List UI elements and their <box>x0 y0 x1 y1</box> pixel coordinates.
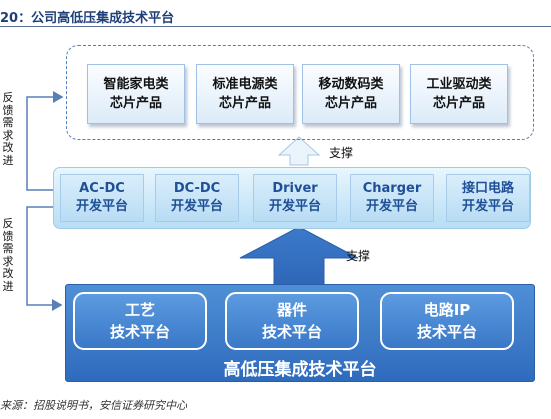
product-line2: 芯片产品 <box>218 96 271 111</box>
base-line2: 技术平台 <box>261 323 322 341</box>
platform-line2: 开发平台 <box>170 199 223 214</box>
base-box-device: 器件 技术平台 <box>225 292 359 350</box>
platform-box-dcdc: DC-DC 开发平台 <box>155 174 239 222</box>
product-line1: 智能家电类 <box>103 77 169 92</box>
feedback-label-lower: 反馈需求改进 <box>2 217 14 293</box>
base-line2: 技术平台 <box>416 323 477 341</box>
product-line2: 芯片产品 <box>109 96 162 111</box>
figure-title: 20：公司高低压集成技术平台 <box>0 11 175 26</box>
support-arrow-small <box>277 136 321 166</box>
product-box-power: 标准电源类 芯片产品 <box>196 64 294 124</box>
product-line1: 工业驱动类 <box>426 77 492 92</box>
support-label-lower: 支撑 <box>346 249 371 263</box>
platform-line1: Driver <box>272 181 318 196</box>
feedback-arrow-lower <box>26 206 63 311</box>
product-line2: 芯片产品 <box>324 96 377 111</box>
title-rule <box>0 26 551 27</box>
product-line1: 标准电源类 <box>212 77 278 92</box>
support-arrow-large <box>239 226 359 287</box>
product-group-frame <box>66 45 534 140</box>
product-line1: 移动数码类 <box>318 77 384 92</box>
source-note: 来源：招股说明书，安信证券研究中心 <box>0 399 187 412</box>
platform-line2: 开发平台 <box>461 199 514 214</box>
platform-box-interface: 接口电路 开发平台 <box>446 174 530 222</box>
platform-box-driver: Driver 开发平台 <box>253 174 337 222</box>
platform-line1: 接口电路 <box>461 181 514 196</box>
platform-line1: AC-DC <box>79 181 125 196</box>
platform-line1: DC-DC <box>173 181 221 196</box>
base-line1: 电路IP <box>423 301 471 319</box>
platform-line2: 开发平台 <box>75 199 128 214</box>
platform-box-acdc: AC-DC 开发平台 <box>60 174 144 222</box>
feedback-arrow-upper <box>26 91 64 191</box>
base-box-circuit-ip: 电路IP 技术平台 <box>380 292 514 350</box>
feedback-label-upper: 反馈需求改进 <box>2 91 14 167</box>
platform-line2: 开发平台 <box>268 199 321 214</box>
base-box-process: 工艺 技术平台 <box>73 292 207 350</box>
product-box-industrial: 工业驱动类 芯片产品 <box>410 64 508 124</box>
figure-title-bar: 20：公司高低压集成技术平台 <box>0 0 551 27</box>
base-line1: 器件 <box>276 301 307 319</box>
platform-box-charger: Charger 开发平台 <box>350 174 434 222</box>
product-box-mobile: 移动数码类 芯片产品 <box>302 64 400 124</box>
product-box-home-appliance: 智能家电类 芯片产品 <box>87 64 185 124</box>
base-line1: 工艺 <box>124 301 155 319</box>
product-line2: 芯片产品 <box>432 96 485 111</box>
base-line2: 技术平台 <box>109 323 170 341</box>
platform-line2: 开发平台 <box>365 199 418 214</box>
support-label-upper: 支撑 <box>329 146 354 160</box>
base-platform-title: 高低压集成技术平台 <box>223 360 377 380</box>
platform-line1: Charger <box>362 181 422 196</box>
